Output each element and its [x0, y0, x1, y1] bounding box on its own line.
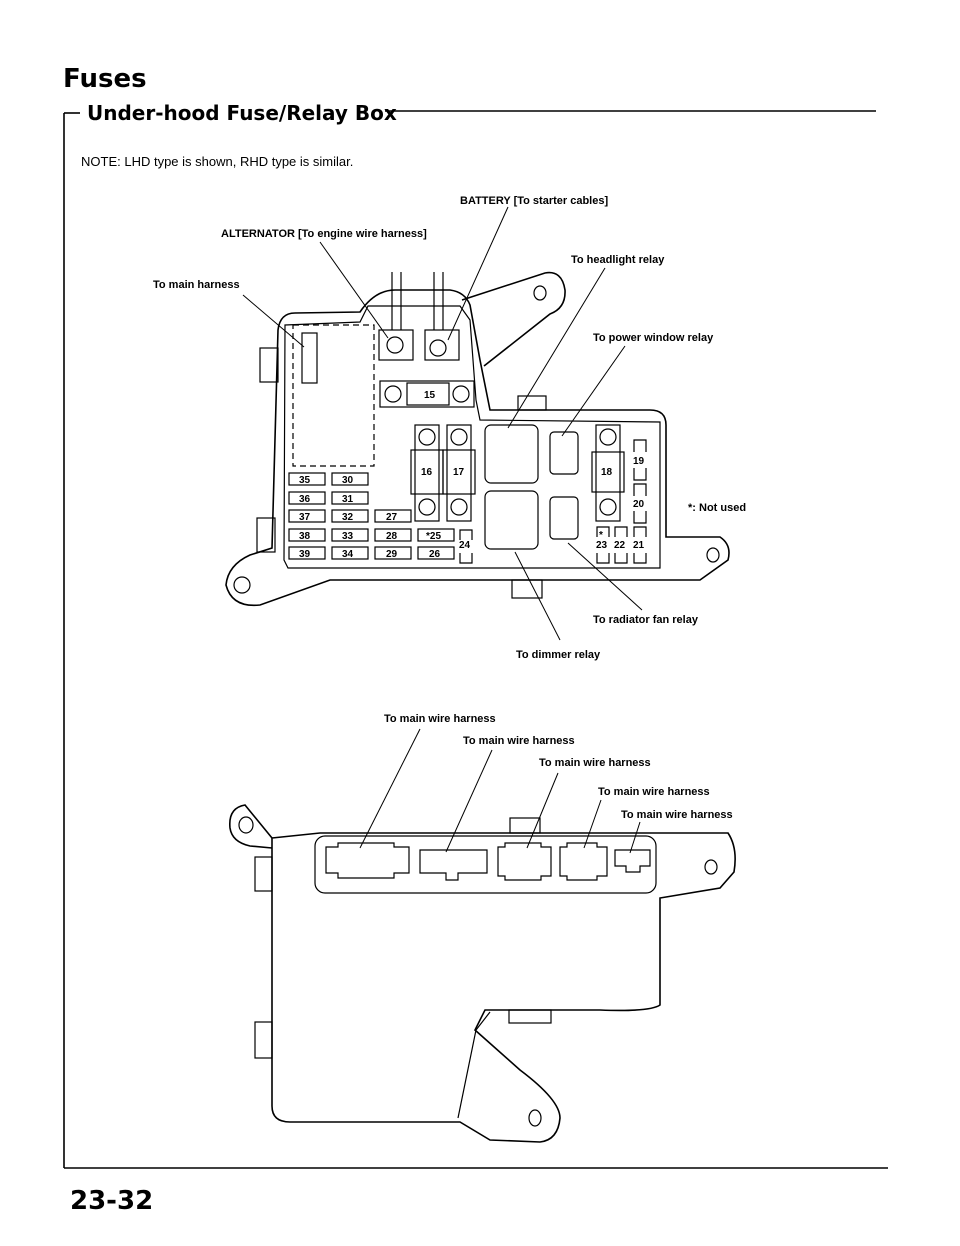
fuse-31-label: 31	[342, 494, 354, 505]
fuse-26-label: 26	[429, 549, 441, 560]
fuse-17-label: 17	[453, 467, 465, 478]
fuse-23-label: 23	[596, 540, 608, 551]
callout-power-window-relay: To power window relay	[593, 332, 714, 344]
fuse-22-label: 22	[614, 540, 626, 551]
top-fuse-box: 15 16 17 18 19 20 * 23 22	[153, 195, 746, 661]
fuse-19-label: 19	[633, 456, 645, 467]
fuse-32-label: 32	[342, 512, 354, 523]
subsection-title: Under-hood Fuse/Relay Box	[87, 101, 397, 125]
fuse-18-label: 18	[601, 467, 613, 478]
fuse-20-label: 20	[633, 499, 645, 510]
fuse-36-label: 36	[299, 494, 311, 505]
callout-harness-1: To main wire harness	[384, 713, 496, 725]
callout-harness-5: To main wire harness	[621, 809, 733, 821]
callout-dimmer-relay: To dimmer relay	[516, 649, 601, 661]
fuse-24-label: 24	[459, 540, 471, 551]
page-frame	[63, 110, 888, 1169]
callout-harness-2: To main wire harness	[463, 735, 575, 747]
fuse-35-label: 35	[299, 475, 311, 486]
fuse-star-marker: *	[599, 530, 603, 541]
note-text: NOTE: LHD type is shown, RHD type is sim…	[81, 154, 354, 169]
callout-not-used: *: Not used	[688, 502, 746, 514]
bottom-fuse-box: To main wire harness To main wire harnes…	[228, 713, 736, 1143]
callout-main-harness: To main harness	[153, 279, 240, 291]
callout-radiator-fan-relay: To radiator fan relay	[593, 614, 699, 626]
mini-fuse-grid: 35 30 36 31 37 32 27 38 33 28 *25 39 34 …	[288, 472, 455, 560]
fuse-15-label: 15	[424, 390, 436, 401]
fuse-21-label: 21	[633, 540, 645, 551]
fuse-16-label: 16	[421, 467, 433, 478]
fuse-28-label: 28	[386, 531, 398, 542]
fuse-39-label: 39	[299, 549, 311, 560]
fuse-37-label: 37	[299, 512, 311, 523]
fuse-34-label: 34	[342, 549, 354, 560]
fuse-38-label: 38	[299, 531, 311, 542]
callout-harness-4: To main wire harness	[598, 786, 710, 798]
fuse-33-label: 33	[342, 531, 354, 542]
fuse-30-label: 30	[342, 475, 354, 486]
callout-battery: BATTERY [To starter cables]	[460, 195, 608, 207]
section-title: Fuses	[63, 64, 147, 94]
callout-alternator: ALTERNATOR [To engine wire harness]	[221, 228, 427, 240]
fuse-25-label: *25	[426, 531, 441, 542]
fuse-29-label: 29	[386, 549, 398, 560]
page-number: 23-32	[70, 1186, 154, 1216]
callout-headlight-relay: To headlight relay	[571, 254, 665, 266]
callout-harness-3: To main wire harness	[539, 757, 651, 769]
fuse-27-label: 27	[386, 512, 398, 523]
